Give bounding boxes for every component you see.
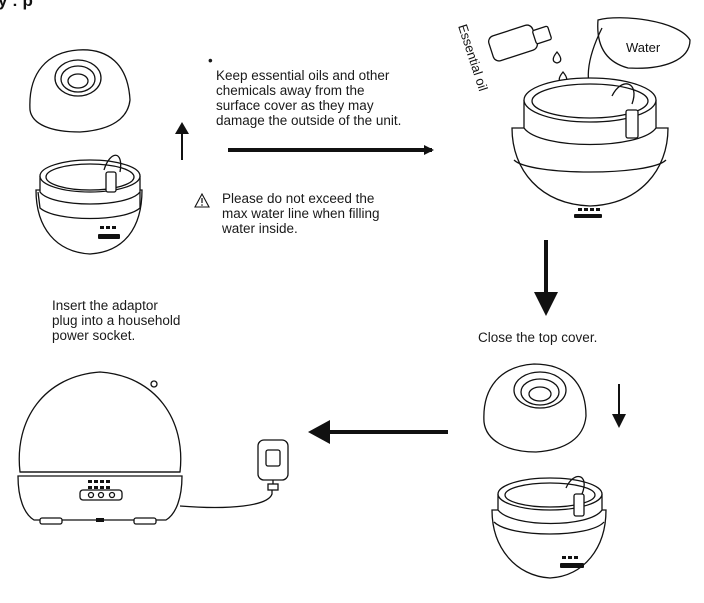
essential-oil-caution-note: •Keep essential oils and other chemicals… (208, 53, 466, 128)
essential-oil-label: Essential oil (455, 22, 491, 93)
filled-diffuser-base (511, 77, 669, 218)
water-label: Water (626, 40, 661, 55)
max-water-line-warning: Please do not exceed the max water line … (222, 191, 380, 236)
warning-triangle-icon (194, 192, 210, 213)
essential-oil-caution-text: Keep essential oils and other chemicals … (216, 68, 402, 128)
bullet-icon: • (208, 53, 213, 68)
small-down-arrow (612, 384, 626, 428)
page-heading-fragment: y : p (0, 0, 33, 10)
essential-oil-bottle (488, 24, 568, 84)
power-adaptor-cord (179, 484, 273, 509)
power-adaptor (257, 439, 289, 491)
open-diffuser-base (35, 154, 143, 255)
insert-adaptor-instruction: Insert the adaptor plug into a household… (52, 298, 181, 343)
close-top-cover-instruction: Close the top cover. (478, 330, 598, 345)
up-arrow (175, 122, 189, 160)
assembled-diffuser (17, 371, 183, 525)
open-diffuser-base-2 (491, 476, 607, 579)
top-cover-lowering (483, 363, 587, 453)
lifted-top-cover (29, 49, 131, 133)
